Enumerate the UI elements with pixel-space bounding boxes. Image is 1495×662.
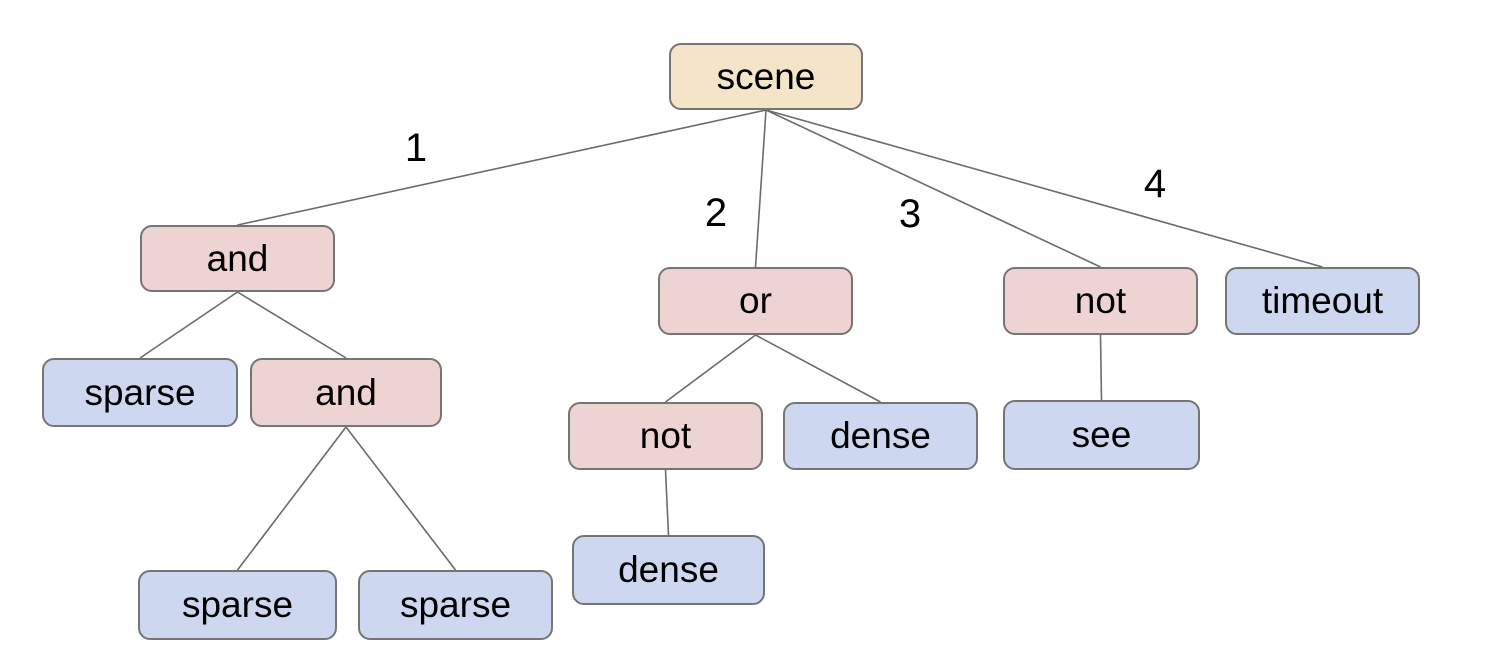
edge-and1-sparse1: [139, 291, 238, 359]
edge-or1-dense1: [755, 334, 881, 403]
node-timeout1: timeout: [1225, 267, 1420, 335]
node-or1: or: [658, 267, 853, 335]
node-and2: and: [250, 358, 442, 427]
node-scene: scene: [669, 43, 863, 110]
node-sparse3: sparse: [358, 570, 553, 640]
edge-not2-dense2: [664, 469, 670, 536]
node-not1: not: [1003, 267, 1198, 335]
node-dense1: dense: [783, 402, 978, 470]
edge-and2-sparse3: [345, 426, 457, 571]
edge-scene-or1: [754, 109, 767, 268]
edge-or1-not2: [665, 334, 756, 403]
edge-label-1: 1: [404, 126, 428, 170]
edge-scene-not1: [765, 109, 1101, 268]
node-and1: and: [140, 225, 335, 292]
edge-label-3: 3: [898, 192, 922, 236]
edge-and1-and2: [237, 291, 347, 359]
node-sparse2: sparse: [138, 570, 337, 640]
edge-scene-timeout1: [765, 109, 1323, 268]
node-not2: not: [568, 402, 763, 470]
node-dense2: dense: [572, 535, 765, 605]
edge-scene-and1: [237, 109, 767, 226]
edge-label-2: 2: [704, 191, 728, 235]
edge-label-4: 4: [1143, 162, 1167, 206]
node-see1: see: [1003, 400, 1200, 470]
edge-not1-see1: [1099, 334, 1103, 401]
node-sparse1: sparse: [42, 358, 238, 427]
edge-and2-sparse2: [236, 426, 347, 571]
